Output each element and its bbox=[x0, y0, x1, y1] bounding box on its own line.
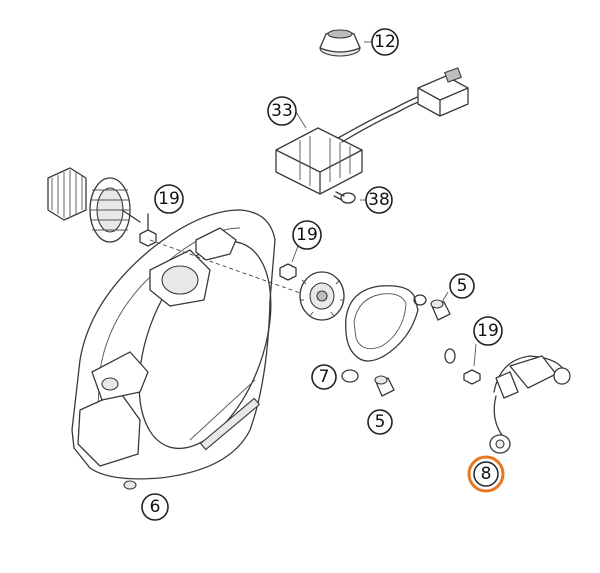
part-dowel-pin-lower bbox=[374, 375, 395, 397]
part-regulator bbox=[275, 67, 469, 195]
callout-6: 6 bbox=[141, 493, 169, 521]
callout-5-upper: 5 bbox=[449, 273, 475, 299]
svg-text:5: 5 bbox=[457, 276, 468, 296]
callout-19-center: 19 bbox=[292, 220, 322, 250]
callout-7: 7 bbox=[311, 364, 337, 390]
svg-text:33: 33 bbox=[271, 101, 293, 121]
callout-38: 38 bbox=[365, 186, 393, 214]
part-dowel-pin-upper bbox=[430, 299, 451, 321]
part-screw bbox=[333, 191, 356, 204]
part-nut-b bbox=[279, 263, 297, 281]
callout-12: 12 bbox=[371, 28, 399, 56]
svg-text:19: 19 bbox=[296, 225, 318, 245]
callout-8-highlighted: 8 bbox=[467, 455, 505, 493]
svg-text:5: 5 bbox=[375, 412, 386, 432]
svg-text:19: 19 bbox=[477, 321, 499, 341]
svg-text:12: 12 bbox=[374, 32, 396, 52]
svg-text:19: 19 bbox=[158, 189, 180, 209]
svg-text:7: 7 bbox=[319, 367, 330, 387]
part-nut-a bbox=[139, 213, 157, 247]
callout-19-left: 19 bbox=[154, 184, 184, 214]
part-gasket bbox=[341, 285, 427, 383]
callout-19-right: 19 bbox=[473, 316, 503, 346]
part-pickup-sensor bbox=[444, 348, 571, 454]
part-ignition-cover bbox=[71, 209, 276, 490]
svg-text:38: 38 bbox=[368, 190, 390, 210]
part-rubber-cap bbox=[319, 29, 361, 57]
svg-text:8: 8 bbox=[481, 464, 492, 484]
svg-text:6: 6 bbox=[150, 497, 161, 517]
part-small-gear bbox=[299, 271, 345, 321]
callout-33: 33 bbox=[267, 96, 297, 126]
part-gear-shaft bbox=[47, 167, 141, 243]
assembly-axis-line bbox=[149, 239, 321, 301]
callout-5-lower: 5 bbox=[367, 409, 393, 435]
